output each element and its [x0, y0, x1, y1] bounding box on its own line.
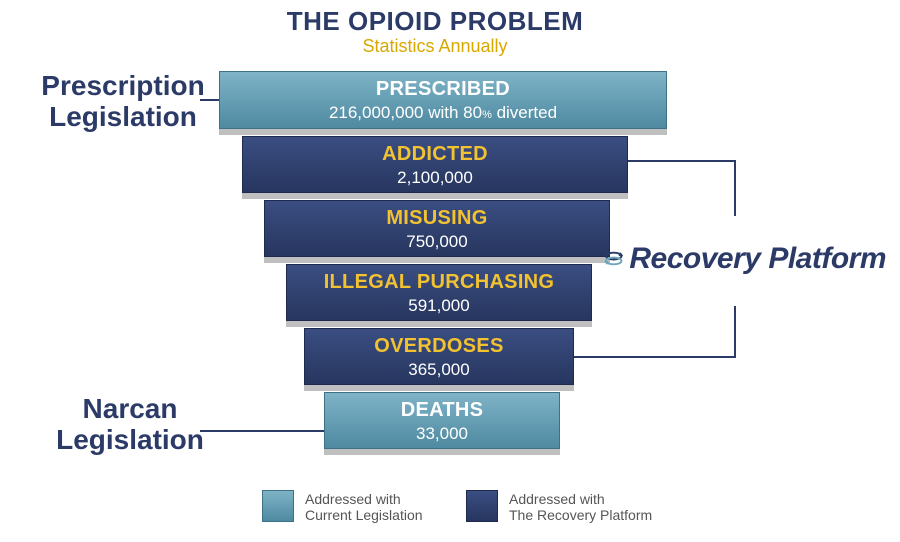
recovery-platform-logo: Recovery Platform: [604, 236, 886, 282]
narcan-legislation-label: Narcan Legislation: [56, 393, 204, 455]
prescription-legislation-label: Prescription Legislation: [41, 70, 205, 132]
recovery-platform-text: Recovery Platform: [629, 242, 886, 275]
prescribed-value: 216,000,000 with 80% diverted: [328, 103, 558, 122]
diagram-title: THE OPIOID PROBLEM: [286, 6, 584, 36]
prescription-connector-line: [200, 99, 220, 101]
diagram-subtitle: Statistics Annually: [362, 36, 508, 56]
narcan-connector-line: [200, 430, 324, 432]
funnel-layer-misusing: MISUSING 750,000: [264, 200, 610, 257]
funnel-layer-prescribed: PRESCRIBED 216,000,000 with 80% diverted: [219, 71, 667, 129]
funnel-layer-illegal-purchasing: ILLEGAL PURCHASING 591,000: [286, 264, 592, 321]
platform-bracket-top: [628, 160, 736, 216]
platform-bracket-bottom: [574, 306, 736, 358]
recycle-arrows-icon: [604, 251, 624, 266]
funnel-layer-overdoses: OVERDOSES 365,000: [304, 328, 574, 385]
funnel-layer-addicted: ADDICTED 2,100,000: [242, 136, 628, 193]
legend-swatch-platform: [466, 490, 498, 522]
legend-swatch-current: [262, 490, 294, 522]
funnel-layer-deaths: DEATHS 33,000: [324, 392, 560, 449]
